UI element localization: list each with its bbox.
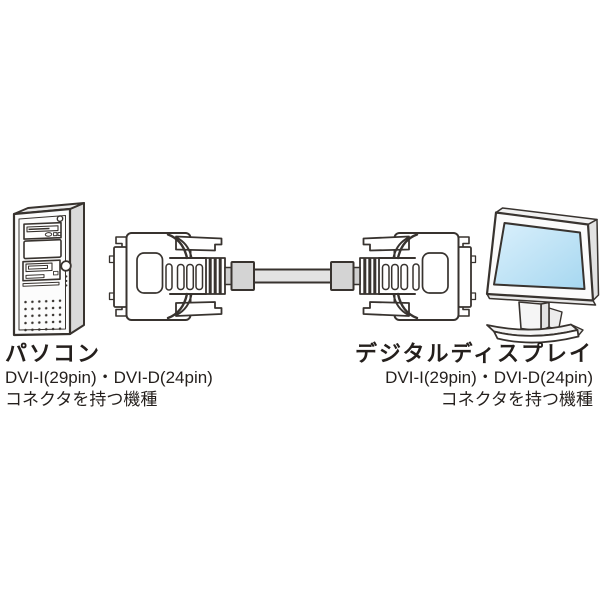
- pc-connector-note: コネクタを持つ機種: [5, 390, 158, 409]
- pc-title: パソコン: [5, 341, 102, 366]
- pc-connector-spec: DVI-I(29pin)・DVI-D(24pin): [5, 368, 213, 387]
- dvi-cable-icon: [108, 231, 477, 322]
- lcd-monitor-icon: [485, 207, 600, 344]
- display-title: デジタルディスプレイ: [354, 341, 593, 366]
- display-caption: デジタルディスプレイ DVI-I(29pin)・DVI-D(24pin) コネク…: [355, 341, 593, 411]
- pc-caption: パソコン DVI-I(29pin)・DVI-D(24pin) コネクタを持つ機種: [5, 341, 213, 411]
- computer-tower-icon: [12, 202, 85, 337]
- display-connector-spec: DVI-I(29pin)・DVI-D(24pin): [385, 368, 593, 387]
- display-connector-note: コネクタを持つ機種: [440, 390, 593, 409]
